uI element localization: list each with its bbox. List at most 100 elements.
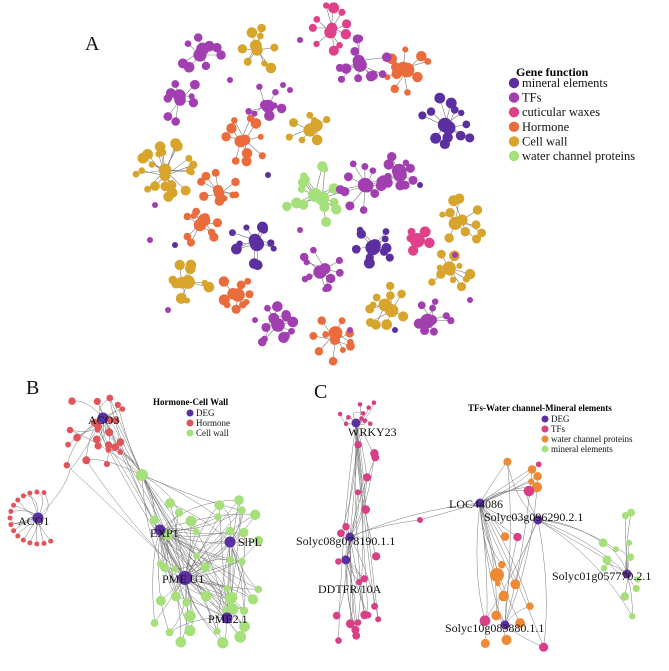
node bbox=[317, 316, 327, 325]
node bbox=[289, 118, 299, 128]
node bbox=[175, 293, 187, 304]
node bbox=[236, 240, 243, 247]
node bbox=[226, 123, 237, 134]
node bbox=[350, 46, 360, 56]
edge bbox=[537, 519, 604, 543]
node-label: PME2.1 bbox=[208, 612, 248, 626]
node bbox=[445, 207, 455, 218]
node bbox=[336, 42, 343, 49]
node bbox=[338, 317, 346, 325]
edge bbox=[479, 502, 488, 644]
node bbox=[321, 216, 332, 227]
node-tf bbox=[354, 619, 362, 626]
node bbox=[201, 279, 208, 287]
node bbox=[138, 167, 146, 174]
legend-label: DEG bbox=[196, 408, 215, 418]
node-deg bbox=[475, 498, 485, 508]
node bbox=[356, 226, 364, 234]
node-cell-wall bbox=[136, 469, 148, 481]
legend-swatch bbox=[508, 107, 520, 118]
node bbox=[340, 63, 352, 74]
node bbox=[264, 110, 275, 122]
node-tf bbox=[370, 449, 379, 458]
node bbox=[228, 229, 236, 237]
edge bbox=[141, 474, 242, 511]
node bbox=[306, 111, 314, 119]
node bbox=[267, 239, 275, 247]
edge bbox=[158, 529, 170, 633]
node bbox=[287, 316, 299, 328]
node-mineral bbox=[612, 546, 619, 553]
node-water-channel bbox=[480, 638, 490, 648]
node-deg bbox=[97, 412, 109, 424]
edge bbox=[484, 519, 539, 621]
panel-c-letter: C bbox=[314, 381, 327, 403]
edge bbox=[349, 457, 376, 538]
hub-node bbox=[175, 276, 188, 289]
node bbox=[418, 111, 427, 120]
node bbox=[171, 117, 180, 126]
node-cell-wall bbox=[225, 526, 235, 536]
node bbox=[236, 280, 246, 290]
node-water-channel bbox=[527, 465, 537, 474]
cluster-hormone bbox=[218, 276, 254, 314]
node-hormone bbox=[82, 456, 91, 465]
edge bbox=[141, 474, 219, 518]
node bbox=[455, 130, 466, 141]
legend-swatch bbox=[508, 92, 520, 103]
edge bbox=[479, 502, 497, 616]
node-hormone bbox=[41, 490, 47, 496]
hub-node bbox=[441, 121, 456, 135]
node bbox=[218, 294, 230, 306]
cluster-wall bbox=[132, 138, 198, 202]
node-hormone bbox=[105, 428, 114, 437]
node bbox=[369, 301, 377, 308]
cluster-wax bbox=[308, 2, 352, 56]
hub-node bbox=[261, 99, 275, 113]
node bbox=[426, 107, 436, 116]
legend-swatch bbox=[186, 419, 194, 427]
node bbox=[183, 212, 192, 221]
node bbox=[188, 98, 199, 108]
node bbox=[246, 27, 258, 38]
node-tf bbox=[362, 418, 368, 424]
node-water-channel bbox=[515, 618, 525, 628]
legend-label: mineral elements bbox=[551, 444, 613, 454]
edge bbox=[141, 474, 218, 632]
node-tf bbox=[345, 619, 355, 629]
node-water-channel bbox=[498, 590, 509, 602]
node-label: PME U1 bbox=[162, 572, 204, 586]
node bbox=[452, 252, 458, 258]
node bbox=[184, 40, 192, 48]
hub-node bbox=[360, 179, 374, 193]
edge bbox=[141, 474, 233, 598]
node bbox=[378, 175, 388, 184]
node bbox=[297, 227, 303, 233]
node bbox=[430, 132, 442, 144]
node bbox=[209, 232, 219, 242]
cluster-wall bbox=[439, 193, 487, 244]
node bbox=[407, 245, 419, 256]
node bbox=[345, 201, 355, 211]
node-hormone bbox=[68, 397, 76, 405]
node bbox=[212, 42, 222, 53]
node bbox=[221, 132, 231, 142]
node-hormone bbox=[105, 447, 112, 453]
node bbox=[383, 159, 394, 170]
node bbox=[381, 242, 392, 254]
edge bbox=[537, 519, 616, 550]
node-water-channel bbox=[531, 482, 543, 493]
node bbox=[231, 117, 238, 124]
node bbox=[402, 46, 409, 53]
node bbox=[331, 204, 342, 215]
cluster-hormone bbox=[183, 207, 223, 247]
node-cell-wall bbox=[192, 528, 200, 536]
node-label: LOC44086 bbox=[449, 497, 503, 511]
hub-node bbox=[249, 39, 262, 52]
node bbox=[416, 50, 427, 62]
node-cell-wall bbox=[217, 637, 229, 649]
edge bbox=[340, 422, 357, 534]
node-hormone bbox=[8, 522, 14, 528]
node-mineral bbox=[626, 553, 635, 561]
